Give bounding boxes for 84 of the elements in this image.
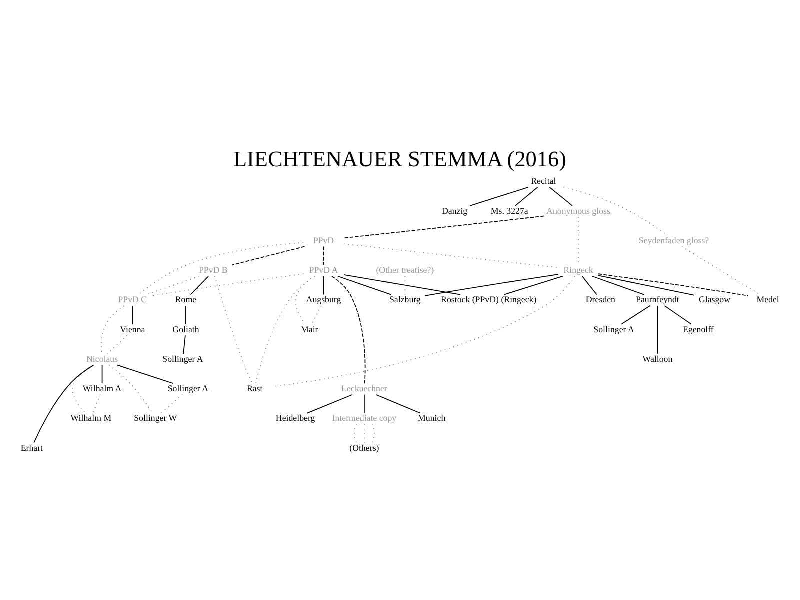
connector [160, 394, 183, 414]
node-text: Sollinger A [168, 384, 209, 394]
node-text: Danzig [442, 206, 468, 216]
node-text: (Others) [350, 442, 380, 453]
node-text: Salzburg [389, 294, 421, 305]
connector [344, 274, 461, 296]
node-text: PPvD B [198, 265, 228, 276]
connector [183, 335, 186, 354]
connector [307, 394, 353, 414]
node-text: Wilhalm A [82, 384, 122, 394]
connector [312, 306, 322, 325]
node-text: Augsburg [306, 294, 342, 305]
node-text: Sollinger A [594, 324, 634, 334]
connector [102, 364, 103, 384]
connector [376, 394, 421, 414]
node-text: Paurnfeyndt [636, 294, 680, 305]
node-text: Leckuechner [342, 384, 388, 394]
connector [101, 306, 125, 354]
connector [323, 276, 324, 296]
connector [504, 276, 564, 296]
connector [132, 306, 134, 325]
node-text: Intermediate copy [332, 413, 397, 424]
node-text: Erhart [20, 442, 44, 453]
node-text: Rast [246, 384, 263, 394]
node-text: Ringeck [564, 265, 594, 276]
node-text: Sollinger A [162, 354, 204, 364]
connector [190, 276, 210, 296]
connector [323, 246, 324, 266]
connector [146, 276, 200, 296]
node-text: Rostock (PPvD) (Ringeck) [441, 294, 537, 305]
node-text: Sollinger W [134, 413, 178, 424]
connector [343, 216, 545, 239]
connector [214, 276, 253, 384]
connector [107, 335, 128, 354]
connector [108, 364, 153, 414]
connector [152, 274, 304, 296]
connector [404, 276, 406, 296]
connector [664, 306, 692, 325]
node-text: Seydenfaden gloss? [638, 235, 710, 246]
node-text: Glasgow [698, 294, 731, 305]
connector [424, 274, 559, 296]
node-text: Goliath [172, 324, 200, 334]
node-text: Munich [418, 413, 446, 424]
connector [657, 306, 658, 354]
node-text: Egenolff [683, 324, 714, 334]
node-text: Rome [175, 294, 197, 305]
connector [621, 306, 651, 325]
node-text: Ms. 3227a [490, 206, 528, 216]
node-text: PPvD A [309, 265, 338, 276]
node-text: (Other treatise?) [376, 265, 434, 276]
connector [598, 275, 695, 296]
connector [598, 274, 748, 296]
connector [582, 276, 598, 296]
connector [470, 187, 529, 206]
connector [592, 276, 645, 296]
diagram-title: LIECHTENAUER STEMMA (2016) [233, 146, 567, 172]
node-text: Anonymous gloss [546, 206, 610, 216]
connector [92, 394, 101, 414]
connector [682, 246, 761, 296]
node-text: Recital [531, 176, 556, 186]
connector [515, 187, 538, 206]
connector [116, 364, 174, 384]
connector [331, 276, 366, 384]
connector [343, 244, 559, 268]
node-text: Wilhalm M [70, 413, 112, 424]
connector [34, 364, 94, 444]
node-text: Heidelberg [276, 413, 316, 424]
node-text: PPvD [313, 235, 334, 246]
connector [337, 276, 392, 296]
node-text: Dresden [586, 294, 616, 305]
connector [549, 187, 573, 206]
connector [138, 242, 304, 296]
connector [255, 276, 316, 384]
connector [364, 424, 365, 444]
connector [72, 364, 94, 414]
node-text: Nicolaus [86, 354, 118, 364]
node-text: Vienna [120, 324, 146, 334]
node-text: Mair [301, 324, 318, 334]
connector [364, 394, 365, 414]
node-text: Medel [756, 294, 780, 305]
node-text: Walloon [642, 354, 673, 364]
node-text: PPvD C [118, 294, 148, 305]
connector [232, 246, 306, 266]
connector [274, 276, 576, 387]
